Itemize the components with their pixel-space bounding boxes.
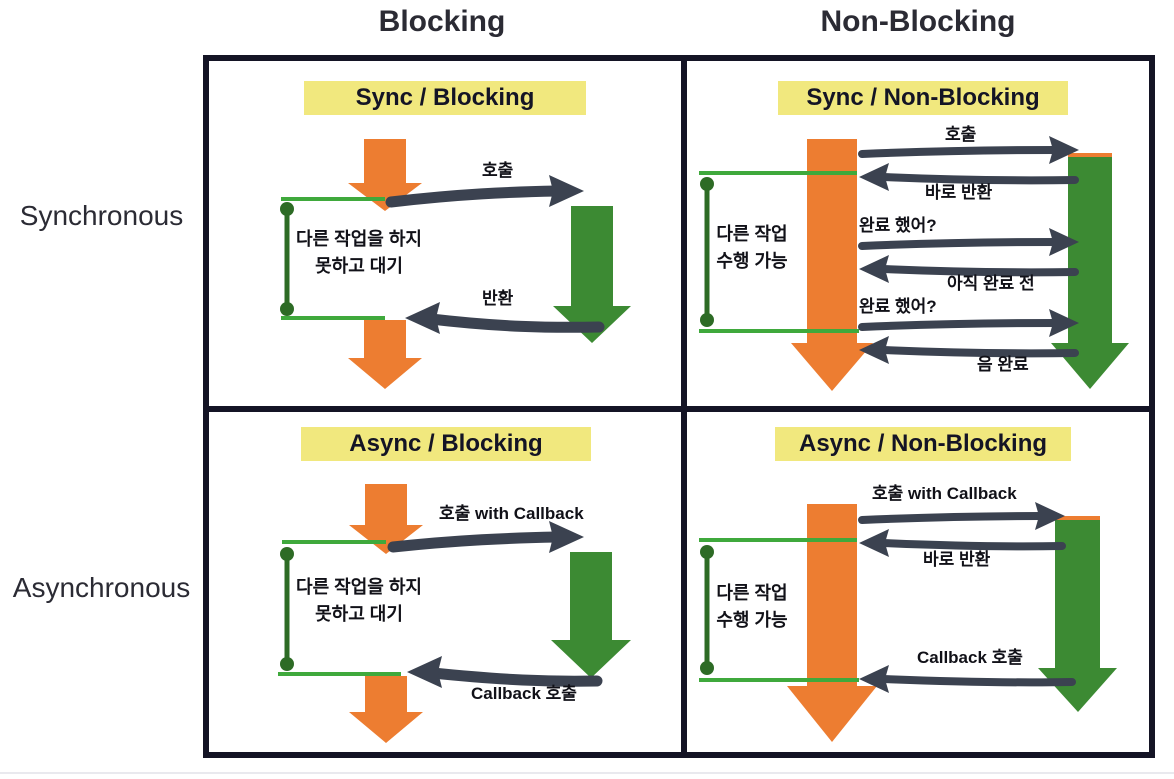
caller-orange-arrow-bottom — [348, 320, 422, 389]
label-callback-call: Callback 호출 — [917, 648, 1023, 667]
wait-bracket — [700, 177, 714, 327]
wait-label-async-non-blocking: 다른 작업 수행 가능 — [697, 580, 807, 634]
quadrant-title-sync-non-blocking: Sync / Non-Blocking — [778, 81, 1068, 115]
quadrant-matrix: Sync / Blocking — [203, 55, 1155, 758]
callee-green-arrow — [551, 552, 631, 678]
poll-arrow-1 — [858, 228, 1079, 256]
label-poll-reply-2: 음 완료 — [977, 355, 1029, 374]
label-poll-2: 완료 했어? — [859, 297, 937, 316]
label-call: 호출 — [482, 161, 514, 180]
sync-blocking-graphics — [280, 139, 631, 389]
wait-label-line1: 다른 작업 — [716, 583, 788, 603]
caller-orange-arrow-top — [349, 484, 423, 554]
wait-label-line2: 못하고 대기 — [315, 256, 403, 276]
poll-reply-arrow-2 — [859, 336, 1079, 364]
call-with-callback-arrow — [387, 521, 584, 553]
wait-label-line2: 수행 가능 — [716, 610, 788, 630]
label-immediate-return: 바로 반환 — [923, 550, 991, 569]
label-immediate-return: 바로 반환 — [925, 183, 993, 202]
poll-arrow-2 — [858, 309, 1079, 337]
call-with-callback-arrow — [858, 502, 1065, 530]
wait-label-sync-blocking: 다른 작업을 하지 못하고 대기 — [264, 226, 454, 280]
wait-label-line1: 다른 작업 — [716, 224, 788, 244]
wait-label-sync-non-blocking: 다른 작업 수행 가능 — [697, 221, 807, 275]
wait-bracket — [280, 202, 294, 316]
label-call-with-callback: 호출 with Callback — [439, 504, 584, 523]
wait-bracket — [700, 545, 714, 675]
quadrant-async-blocking: Async / Blocking — [209, 412, 681, 752]
row-header-synchronous: Synchronous — [19, 200, 184, 231]
callee-green-arrow — [553, 206, 631, 343]
horizontal-divider — [209, 406, 1149, 412]
wait-label-async-blocking: 다른 작업을 하지 못하고 대기 — [264, 574, 454, 628]
wait-label-line2: 수행 가능 — [716, 251, 788, 271]
sync-non-blocking-graphics — [699, 136, 1129, 391]
caller-orange-bar — [787, 504, 877, 742]
wait-label-line1: 다른 작업을 하지 — [296, 577, 422, 597]
callback-arrow — [407, 656, 603, 688]
quadrant-title-async-non-blocking: Async / Non-Blocking — [775, 427, 1071, 461]
label-call: 호출 — [945, 125, 977, 144]
call-arrow — [385, 175, 584, 208]
wait-label-line2: 못하고 대기 — [315, 604, 403, 624]
caller-orange-arrow-bottom — [349, 676, 423, 743]
label-call-with-callback: 호출 with Callback — [872, 484, 1017, 503]
quadrant-async-non-blocking: Async / Non-Blocking — [687, 412, 1149, 752]
quadrant-title-async-blocking: Async / Blocking — [301, 427, 591, 461]
quadrant-title-sync-blocking: Sync / Blocking — [304, 81, 586, 115]
return-arrow — [405, 302, 605, 334]
column-header-blocking: Blocking — [378, 5, 506, 38]
label-poll-1: 완료 했어? — [859, 216, 937, 235]
immediate-return-arrow — [859, 163, 1079, 191]
async-non-blocking-graphics — [699, 502, 1117, 742]
quadrant-sync-non-blocking: Sync / Non-Blocking — [687, 61, 1149, 406]
bottom-rule — [0, 772, 1174, 774]
wait-bracket — [280, 547, 294, 671]
call-arrow-1 — [858, 136, 1079, 164]
callback-arrow — [859, 665, 1076, 693]
label-poll-reply-1: 아직 완료 전 — [947, 274, 1035, 293]
immediate-return-arrow — [859, 529, 1066, 557]
poll-reply-arrow-1 — [859, 255, 1079, 283]
quadrant-sync-blocking: Sync / Blocking — [209, 61, 681, 406]
row-header-asynchronous: Asynchronous — [12, 572, 191, 603]
async-blocking-graphics — [278, 484, 631, 743]
wait-label-line1: 다른 작업을 하지 — [296, 229, 422, 249]
label-callback-call: Callback 호출 — [471, 684, 577, 703]
column-header-non-blocking: Non-Blocking — [820, 5, 1016, 38]
label-return: 반환 — [482, 289, 514, 308]
caller-orange-arrow-top — [348, 139, 422, 211]
